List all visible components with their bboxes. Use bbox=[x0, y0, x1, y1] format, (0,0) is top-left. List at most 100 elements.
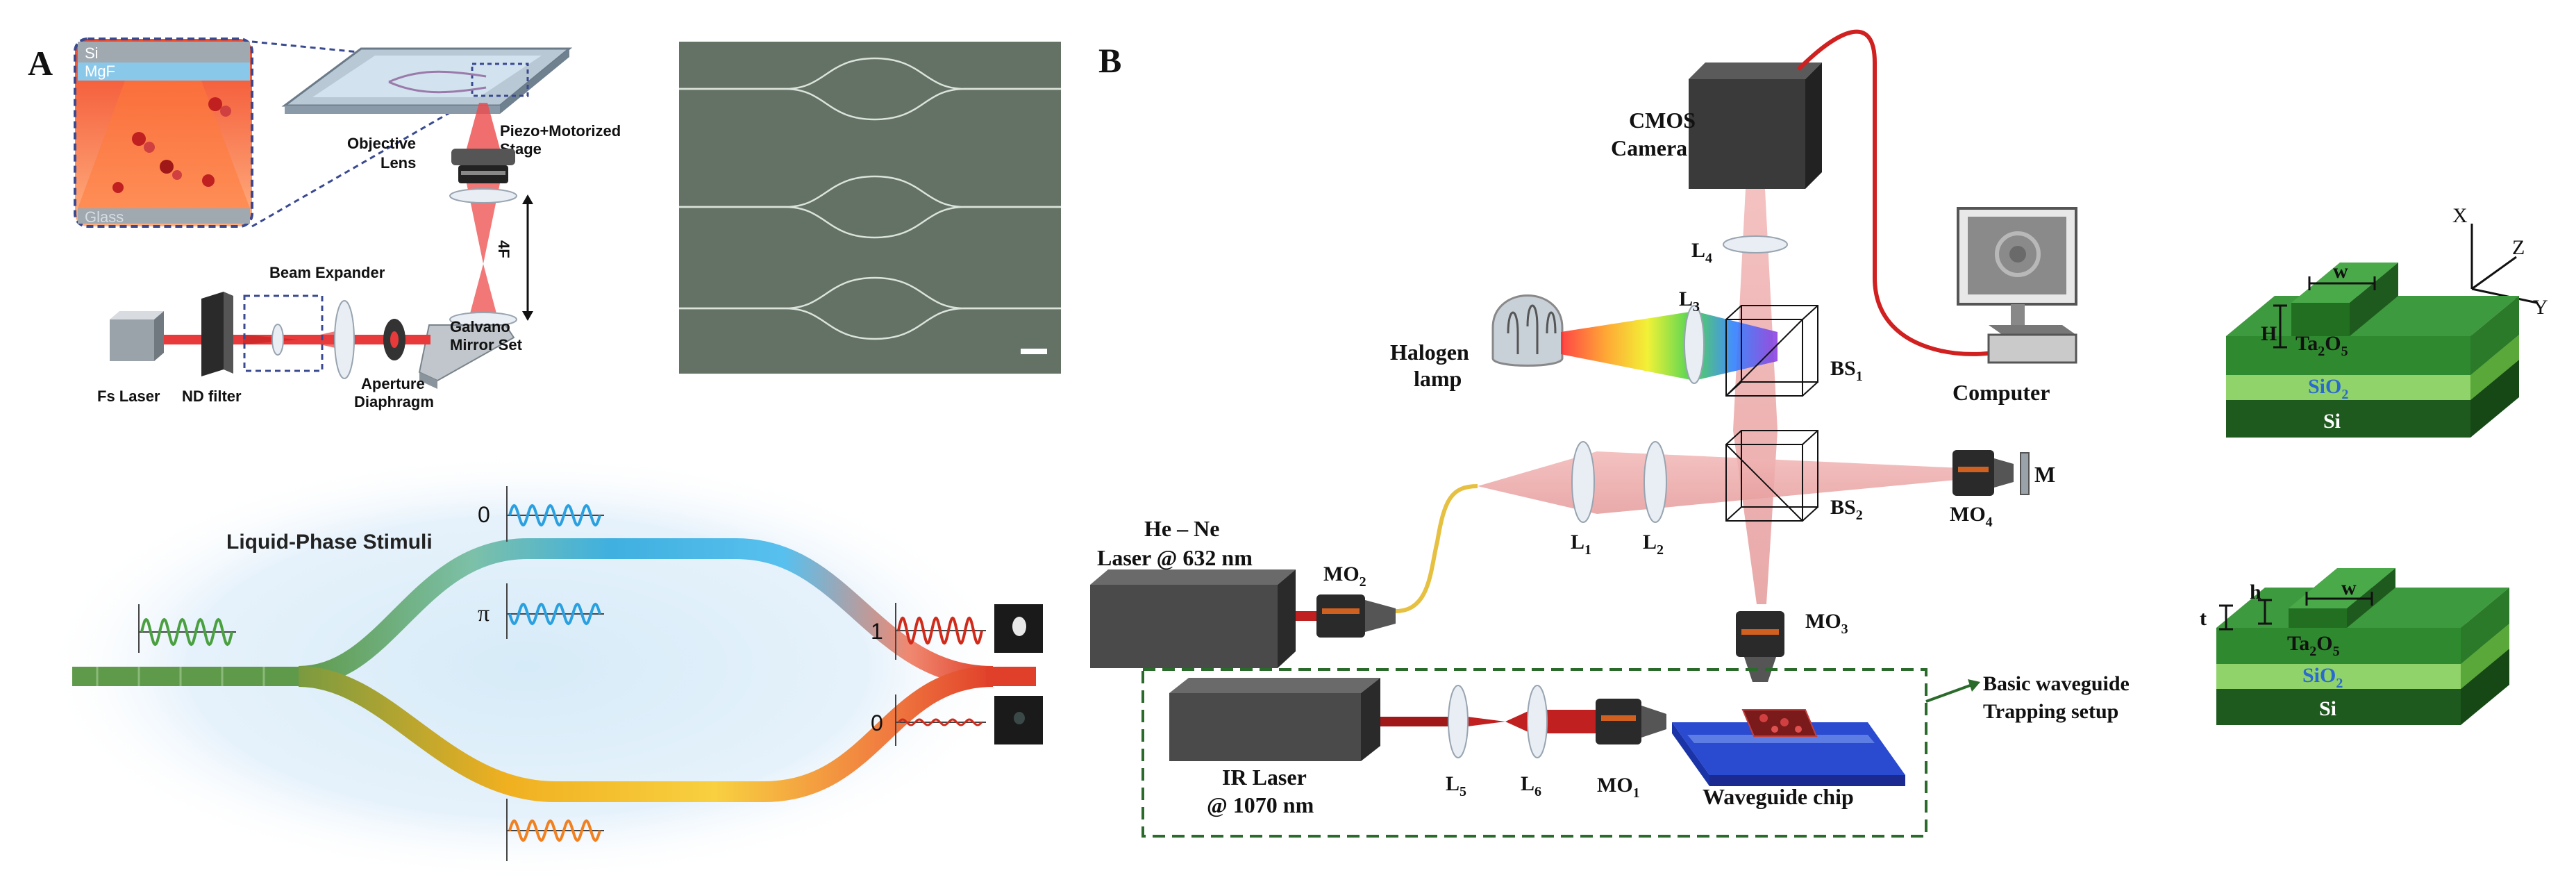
top-si-label: Si bbox=[2323, 410, 2341, 433]
panel-b: B CMOS Camera Computer L4 bbox=[1090, 29, 2130, 838]
ir-laser bbox=[1169, 678, 1380, 761]
mo4-subscript: 4 bbox=[1986, 515, 1993, 530]
panel-a-label: A bbox=[28, 44, 53, 83]
mo1-label: MO1 bbox=[1597, 774, 1640, 801]
bottom-sio2-sub: 2 bbox=[2336, 676, 2343, 691]
top-ta2o5-sub1: 2 bbox=[2318, 344, 2325, 359]
computer bbox=[1957, 207, 2077, 364]
phase-pi-label: π bbox=[478, 601, 490, 626]
four-f-label: 4F bbox=[495, 240, 512, 258]
lens-l2 bbox=[1644, 441, 1667, 523]
bs1-subscript: 1 bbox=[1856, 369, 1863, 384]
objective-mo1 bbox=[1596, 699, 1666, 744]
axis-x-label: X bbox=[2452, 204, 2468, 227]
aperture-label: Aperture bbox=[361, 375, 425, 392]
trapping-setup-label: Trapping setup bbox=[1983, 700, 2118, 723]
bs2-subscript: 2 bbox=[1856, 508, 1863, 523]
sem-scale-bar bbox=[1021, 349, 1047, 354]
output-one-wave: 1 bbox=[871, 603, 1043, 660]
horizontal-beam bbox=[1478, 451, 1993, 514]
mo3-subscript: 3 bbox=[1841, 622, 1848, 637]
structure-bottom bbox=[2216, 568, 2509, 725]
bottom-h-label: h bbox=[2250, 581, 2261, 604]
l4-label: L4 bbox=[1691, 239, 1712, 266]
objective-label: Objective bbox=[347, 135, 416, 152]
bottom-ta2o5-sub2: 5 bbox=[2333, 644, 2340, 659]
panel-a: A Si MgF Glass Piezo+Mo bbox=[28, 38, 1061, 882]
lens-l4 bbox=[1723, 235, 1788, 253]
mzi-interferometer bbox=[42, 451, 1036, 882]
phase-zero-label: 0 bbox=[478, 502, 490, 527]
mo2-label: MO2 bbox=[1323, 563, 1366, 590]
halogen-label: Halogen bbox=[1390, 340, 1469, 365]
he-ne-laser bbox=[1090, 484, 1478, 668]
l5-subscript: 5 bbox=[1460, 784, 1466, 799]
top-dimension-marks bbox=[2273, 276, 2376, 349]
focus-beam bbox=[467, 103, 500, 149]
diaphragm-label: Diaphragm bbox=[354, 393, 434, 410]
nd-filter bbox=[201, 292, 233, 376]
beam-splitter-1 bbox=[1725, 305, 1818, 397]
panel-b-label: B bbox=[1098, 41, 1121, 80]
l5-label: L5 bbox=[1446, 772, 1466, 799]
fs-laser bbox=[110, 311, 164, 361]
l4-subscript: 4 bbox=[1705, 251, 1712, 266]
relay-4f: 4F bbox=[449, 183, 533, 327]
basic-waveguide-label: Basic waveguide bbox=[1983, 672, 2130, 695]
bottom-ta2o5-label: Ta2O5 bbox=[2287, 632, 2340, 659]
lens-l3 bbox=[1684, 305, 1705, 384]
top-ta2o5-sub2: 5 bbox=[2341, 344, 2348, 359]
trapping-arrow bbox=[1925, 683, 1973, 703]
camera-label: Camera bbox=[1611, 135, 1687, 160]
top-sio2-label: SiO2 bbox=[2308, 375, 2348, 402]
top-ta2o5-label: Ta2O5 bbox=[2295, 332, 2348, 359]
objective-mo2 bbox=[1296, 594, 1396, 638]
ir-wavelength-label: @ 1070 nm bbox=[1207, 792, 1314, 817]
mo2-subscript: 2 bbox=[1360, 574, 1366, 590]
he-ne-label: He – Ne bbox=[1144, 516, 1219, 541]
output-zero-label: 0 bbox=[871, 710, 883, 735]
nd-filter-label: ND filter bbox=[182, 388, 242, 405]
waveguide-structures: X Y Z w H Ta2O5 SiO2 Si bbox=[2200, 204, 2548, 725]
phase-zero-wave: 0 bbox=[478, 486, 604, 542]
bottom-sio2-label: SiO2 bbox=[2302, 664, 2343, 691]
top-w-label: w bbox=[2333, 260, 2348, 283]
beam-splitter-2 bbox=[1725, 430, 1818, 522]
l6-label: L6 bbox=[1521, 772, 1541, 799]
bottom-ta2o5-sub1: 2 bbox=[2309, 644, 2316, 659]
structure-top bbox=[2226, 263, 2519, 438]
computer-label: Computer bbox=[1952, 380, 2050, 405]
l2-label: L2 bbox=[1643, 531, 1664, 558]
bottom-dimension-marks bbox=[2219, 592, 2373, 631]
top-h-label: H bbox=[2261, 322, 2277, 345]
objective-mo3 bbox=[1736, 611, 1784, 682]
trapping-setup-box bbox=[1141, 668, 1927, 838]
galvano-mirror bbox=[418, 324, 515, 389]
l1-label: L1 bbox=[1571, 531, 1591, 558]
l3-subscript: 3 bbox=[1693, 299, 1700, 315]
bottom-t-label: t bbox=[2200, 607, 2207, 630]
aperture-diaphragm bbox=[383, 319, 405, 360]
piezo-label: Piezo+Motorized bbox=[500, 122, 621, 140]
beam-expander bbox=[243, 294, 355, 379]
ir-laser-label: IR Laser bbox=[1222, 765, 1307, 790]
waveguide-chip bbox=[1672, 709, 1905, 786]
bs1-label: BS1 bbox=[1830, 357, 1863, 384]
mirror-m-label: M bbox=[2034, 462, 2055, 487]
inset-mgf-label: MgF bbox=[85, 63, 115, 80]
galvano-label: Galvano bbox=[450, 318, 510, 335]
output-zero-wave: 0 bbox=[871, 694, 1043, 746]
l2-subscript: 2 bbox=[1657, 542, 1664, 558]
lamp-label: lamp bbox=[1414, 366, 1462, 391]
fs-laser-label: Fs Laser bbox=[97, 388, 160, 405]
objective-lens bbox=[451, 149, 515, 183]
l1-subscript: 1 bbox=[1584, 542, 1591, 558]
l3-label: L3 bbox=[1679, 288, 1700, 315]
piezo-stage: Piezo+Motorized Stage bbox=[281, 47, 621, 158]
cmos-camera bbox=[1689, 29, 2015, 356]
sem-image bbox=[679, 42, 1061, 374]
bottom-w-label: w bbox=[2341, 576, 2357, 599]
mo3-label: MO3 bbox=[1805, 610, 1848, 637]
mo4-label: MO4 bbox=[1950, 503, 1993, 530]
